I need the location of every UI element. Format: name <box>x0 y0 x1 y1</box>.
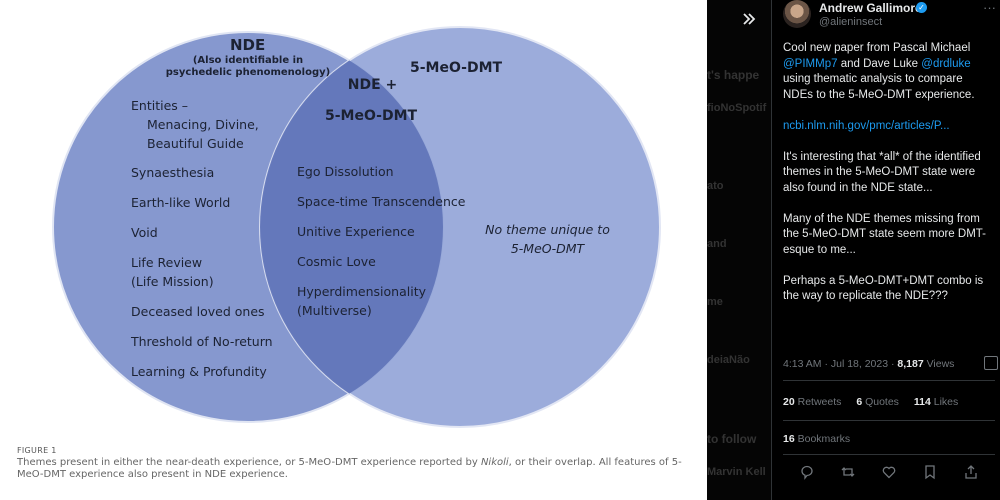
stats-row: 20 Retweets 6 Quotes 114 Likes <box>783 396 970 408</box>
overlap-region <box>260 32 443 422</box>
author-name[interactable]: Andrew Gallimore <box>819 1 922 15</box>
bg-fragment: Marvin Kell <box>707 466 766 478</box>
tweet-body: Cool new paper from Pascal Michael @PIMM… <box>783 41 995 305</box>
theme-learning: Learning & Profundity <box>131 364 267 379</box>
theme-entities-detail-2: Beautiful Guide <box>147 136 244 151</box>
tweet-actions <box>783 464 995 484</box>
bg-fragment: ato <box>707 180 724 192</box>
bookmark-icon[interactable] <box>922 464 940 482</box>
figure-caption-label: FIGURE 1 <box>17 446 57 455</box>
theme-earth-like-world: Earth-like World <box>131 195 231 210</box>
quotes-count: 6 <box>856 396 863 408</box>
tweet-meta: 4:13 AM · Jul 18, 2023 · 8,187 Views <box>783 358 954 370</box>
caption-italic: Nikoli <box>480 457 509 468</box>
author-handle[interactable]: @alieninsect <box>819 16 883 28</box>
theme-space-time: Space-time Transcendence <box>297 194 466 209</box>
theme-cosmic-love: Cosmic Love <box>297 254 376 269</box>
nde-title: NDE <box>230 36 266 54</box>
theme-threshold: Threshold of No-return <box>131 334 273 349</box>
share-icon[interactable] <box>963 464 981 482</box>
likes-stat[interactable]: 114 Likes <box>914 396 958 408</box>
overlap-title-line2: 5-MeO-DMT <box>325 108 418 124</box>
divider <box>783 420 995 421</box>
tweet-time[interactable]: 4:13 AM · Jul 18, 2023 · <box>783 358 898 370</box>
bg-fragment: deiaNão <box>707 354 750 366</box>
views-count: 8,187 <box>897 358 924 370</box>
views-label: Views <box>923 358 955 370</box>
theme-multiverse: (Multiverse) <box>297 303 372 318</box>
like-icon[interactable] <box>881 464 899 482</box>
bg-fragment: and <box>707 238 727 250</box>
para-4: Perhaps a 5-MeO-DMT+DMT combo is the way… <box>783 274 987 303</box>
theme-life-mission: (Life Mission) <box>131 274 214 289</box>
avatar[interactable] <box>783 0 811 28</box>
figure-caption: Themes present in either the near-death … <box>17 457 697 481</box>
analytics-icon[interactable] <box>984 356 998 370</box>
retweets-stat[interactable]: 20 Retweets <box>783 396 841 408</box>
bg-fragment: me <box>707 296 723 308</box>
mention-drdluke[interactable]: @drdluke <box>921 57 971 70</box>
body-intro: Cool new paper from Pascal Michael <box>783 42 974 54</box>
dmt-only-note: No theme unique to 5-MeO-DMT <box>485 222 610 256</box>
theme-hyperdimensionality: Hyperdimensionality <box>297 284 426 299</box>
verified-icon: ✓ <box>916 2 927 13</box>
bg-fragment: to follow <box>707 432 757 446</box>
article-link[interactable]: ncbi.nlm.nih.gov/pmc/articles/P... <box>783 119 950 132</box>
caption-part1: Themes present in either the near-death … <box>17 457 481 468</box>
expand-icon[interactable] <box>738 10 760 32</box>
para-2: It's interesting that *all* of the ident… <box>783 150 985 194</box>
mention-pimmp7[interactable]: @PIMMp7 <box>783 57 838 70</box>
theme-entities-detail-1: Menacing, Divine, <box>147 117 259 132</box>
bg-fragment: t's happe <box>707 68 760 82</box>
divider <box>783 454 995 455</box>
quotes-label: Quotes <box>865 396 899 408</box>
bg-fragment: fioNoSpotif <box>707 102 767 114</box>
more-icon[interactable]: ··· <box>983 0 996 15</box>
dmt-title: 5-MeO-DMT <box>410 60 503 76</box>
body-mid: and Dave Luke <box>837 57 922 70</box>
body-after: using thematic analysis to compare NDEs … <box>783 57 975 101</box>
overlap-title-line1: NDE + <box>347 77 398 93</box>
divider <box>783 380 995 381</box>
theme-entities: Entities – <box>131 98 188 113</box>
theme-ego-dissolution: Ego Dissolution <box>297 164 394 179</box>
retweets-label: Retweets <box>797 396 842 408</box>
theme-synaesthesia: Synaesthesia <box>131 165 215 180</box>
theme-life-review: Life Review <box>131 255 203 270</box>
theme-unitive: Unitive Experience <box>297 224 415 239</box>
background-overlay: t's happe fioNoSpotif ato and me deiaNão… <box>707 0 771 500</box>
bookmarks-label: Bookmarks <box>797 433 851 445</box>
quotes-stat[interactable]: 6 Quotes <box>856 396 899 408</box>
figure-image[interactable]: NDE (Also identifiable in psychedelic ph… <box>0 0 707 500</box>
nde-subtitle: (Also identifiable in psychedelic phenom… <box>165 55 331 78</box>
likes-label: Likes <box>933 396 959 408</box>
bookmarks-count: 16 <box>783 433 795 445</box>
venn-diagram <box>52 26 661 428</box>
bookmarks-stat[interactable]: 16 Bookmarks <box>783 433 850 445</box>
caption-part2: , or their overlap. All features of 5-Me… <box>17 457 682 480</box>
retweet-icon[interactable] <box>840 464 858 482</box>
theme-deceased-loved-ones: Deceased loved ones <box>131 304 265 319</box>
theme-void: Void <box>131 225 158 240</box>
likes-count: 114 <box>913 396 931 408</box>
reply-icon[interactable] <box>799 464 817 482</box>
retweets-count: 20 <box>783 396 795 408</box>
tweet-panel: Andrew Gallimore ✓ @alieninsect ··· Cool… <box>771 0 1000 500</box>
para-3: Many of the NDE themes missing from the … <box>783 212 986 256</box>
